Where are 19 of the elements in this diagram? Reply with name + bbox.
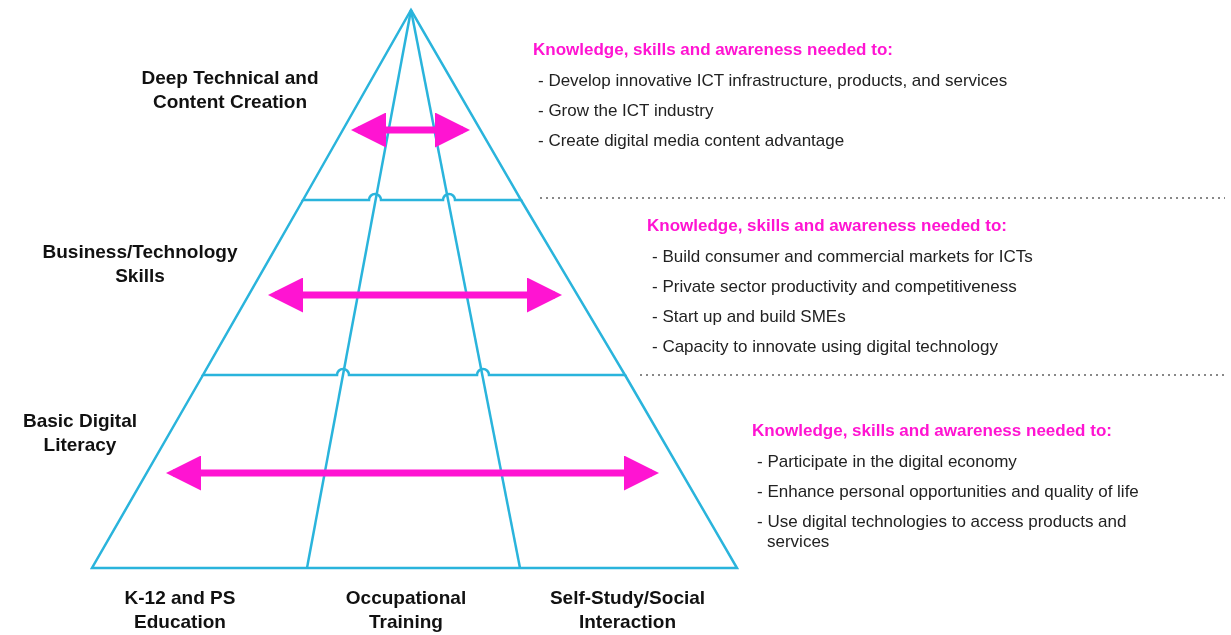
column-label: Occupational Training [344, 586, 468, 634]
bullet-text: - Capacity to innovate using digital technology [652, 337, 999, 357]
bullet-text: - Start up and build SMEs [652, 307, 847, 327]
bullet-text: - Use digital technologies to access products and services [757, 512, 1128, 552]
tier-label: Basic Digital Literacy [21, 409, 138, 457]
section-heading: Knowledge, skills and awareness needed to: [752, 421, 1112, 441]
section-heading: Knowledge, skills and awareness needed to: [647, 216, 1007, 236]
bullet-text: - Build consumer and commercial markets for ICTs [652, 247, 1034, 267]
tier-label: Business/Technology Skills [41, 240, 239, 288]
column-label: Self-Study/Social Interaction [548, 586, 707, 634]
bullet-text: - Participate in the digital economy [757, 452, 1018, 472]
bullet-text: - Enhance personal opportunities and quality of life [757, 482, 1140, 502]
bullet-text: - Develop innovative ICT infrastructure, products, and services [538, 71, 1009, 91]
tier-label: Deep Technical and Content Creation [140, 66, 320, 114]
column-label: K-12 and PS Education [123, 586, 237, 634]
section-heading: Knowledge, skills and awareness needed to: [533, 40, 893, 60]
bullet-text: - Create digital media content advantage [538, 131, 846, 151]
bullet-text: - Grow the ICT industry [538, 101, 715, 121]
bullet-text: - Private sector productivity and competitiveness [652, 277, 1018, 297]
